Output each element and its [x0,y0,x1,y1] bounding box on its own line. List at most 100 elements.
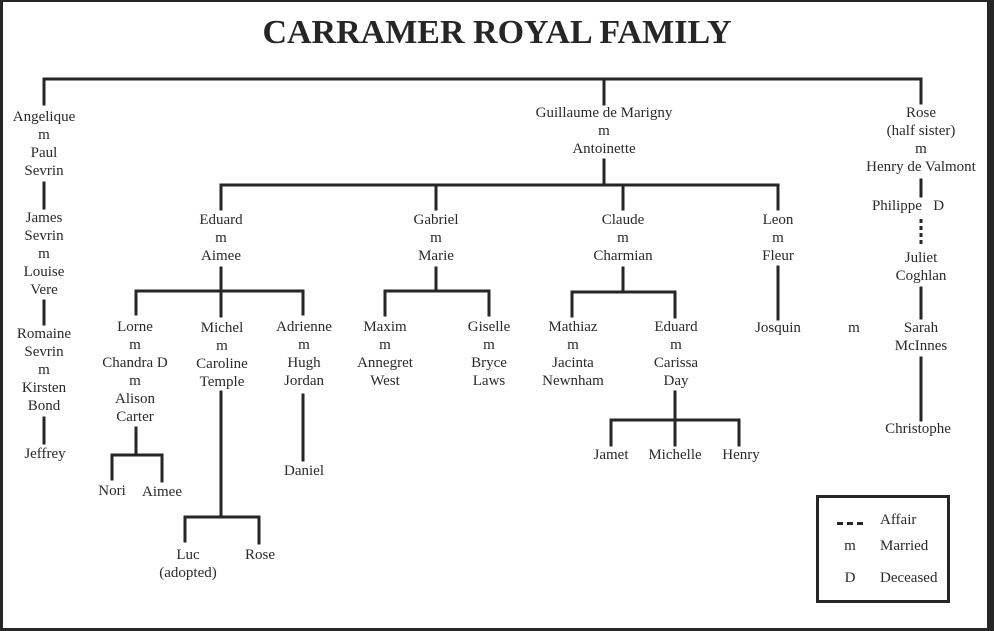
node-claude: Claude m Charmian [593,211,652,265]
node-james: James Sevrin m Louise Vere [24,209,65,299]
legend-symbol: D [844,570,856,586]
node-eduard-carissa: Eduard m Carissa Day [654,318,698,390]
married-marker: m [848,320,860,336]
page-title: CARRAMER ROYAL FAMILY [262,14,732,51]
person-name: Alison [114,391,155,407]
person-name: Caroline [196,356,248,372]
deceased-marker: D [933,198,945,214]
person-name: Antoinette [572,141,636,157]
person-name: Giselle [467,319,511,335]
person-name: Sarah [903,320,939,336]
married-marker: m [129,373,141,389]
married-marker: m [598,123,610,139]
person-name: Luc [176,547,200,563]
person-name: Marie [418,248,454,264]
person-name: Maxim [363,319,407,335]
married-marker: m [216,338,228,354]
person-name: Gabriel [413,212,459,228]
married-marker: m [38,127,50,143]
person-name: Christophe [885,421,951,437]
person-name: Coghlan [895,268,947,284]
node-mathiaz: Mathiaz m Jacinta Newnham [542,318,604,390]
person-name: Paul [30,145,58,161]
person-name: Daniel [284,463,324,479]
person-name: West [370,373,400,389]
node-giselle: Giselle m Bryce Laws [468,318,511,390]
node-josquin-sarah-married: m [848,319,860,337]
person-name: Jeffrey [24,446,66,462]
person-name: Jacinta [552,355,594,371]
person-name: Romaine [16,326,72,342]
person-name: James [25,210,63,226]
person-name: Mathiaz [548,319,598,335]
person-name: Carter [116,409,154,425]
person-name: Hugh [287,355,321,371]
node-adrienne: Adrienne m Hugh Jordan [276,318,332,390]
person-name: Jordan [284,373,324,389]
person-name: Sevrin [24,163,64,179]
node-eduard: Eduard m Aimee [199,211,242,265]
person-name: Laws [472,373,506,389]
person-name: Jamet [593,447,629,463]
line-gabriel-children [383,266,491,317]
married-marker: m [129,337,141,353]
node-henry: Henry [722,446,760,464]
person-name: Guillaume de Marigny [535,105,673,121]
node-romaine: Romaine Sevrin m Kirsten Bond [17,325,71,415]
node-juliet: Juliet Coghlan [896,249,947,285]
married-marker: m [298,337,310,353]
line-eduard-children [134,266,305,318]
node-josquin: Josquin [755,319,801,337]
node-luc: Luc (adopted) [159,546,216,582]
person-name: Rose [245,547,275,563]
person-name: Henry [722,447,760,463]
person-name: Eduard [654,319,698,335]
person-name: Philippe [871,198,922,214]
person-name: Sevrin [24,228,64,244]
person-name: Temple [199,374,245,390]
married-marker: m [567,337,579,353]
person-name: Josquin [755,320,801,336]
node-nori: Nori [98,482,126,500]
node-aimee-child: Aimee [142,483,182,501]
person-name: Rose [905,105,936,121]
person-note: (half sister) [886,123,956,139]
married-marker: m [483,337,495,353]
node-lorne: Lorne m Chandra D m Alison Carter [102,318,167,426]
node-jeffrey: Jeffrey [24,445,65,463]
node-jamet: Jamet [594,446,629,464]
node-gabriel: Gabriel m Marie [414,211,459,265]
node-leon: Leon m Fleur [762,211,794,265]
married-marker: m [772,230,784,246]
line-lorne-children [110,426,164,483]
node-sarah: Sarah McInnes [895,319,948,355]
legend-label: Deceased [880,570,938,586]
person-note: (adopted) [159,565,217,581]
legend-label: Married [880,538,929,554]
person-name: Michelle [648,447,702,463]
node-guillaume: Guillaume de Marigny m Antoinette [536,104,673,158]
person-name: Chandra D [102,355,168,371]
person-name: Michel [200,320,244,336]
node-michelle: Michelle [648,446,701,464]
person-name: Carissa [653,355,699,371]
person-name: Nori [98,483,126,499]
married-marker: m [38,362,50,378]
line-michel-children [183,390,261,545]
person-name: Aimee [142,484,182,500]
line-guillaume-children [219,158,780,211]
married-marker: m [38,246,50,262]
married-marker: m [617,230,629,246]
node-maxim: Maxim m Annegret West [357,318,413,390]
person-name: Fleur [762,248,794,264]
line-top-generation [42,77,923,106]
node-philippe: Philippe D [872,197,944,215]
node-christophe: Christophe [885,420,951,438]
node-michel: Michel m Caroline Temple [196,319,248,391]
married-marker: m [430,230,442,246]
person-name: Aimee [201,248,241,264]
married-marker: m [379,337,391,353]
person-name: Lorne [117,319,153,335]
married-marker: m [915,141,927,157]
